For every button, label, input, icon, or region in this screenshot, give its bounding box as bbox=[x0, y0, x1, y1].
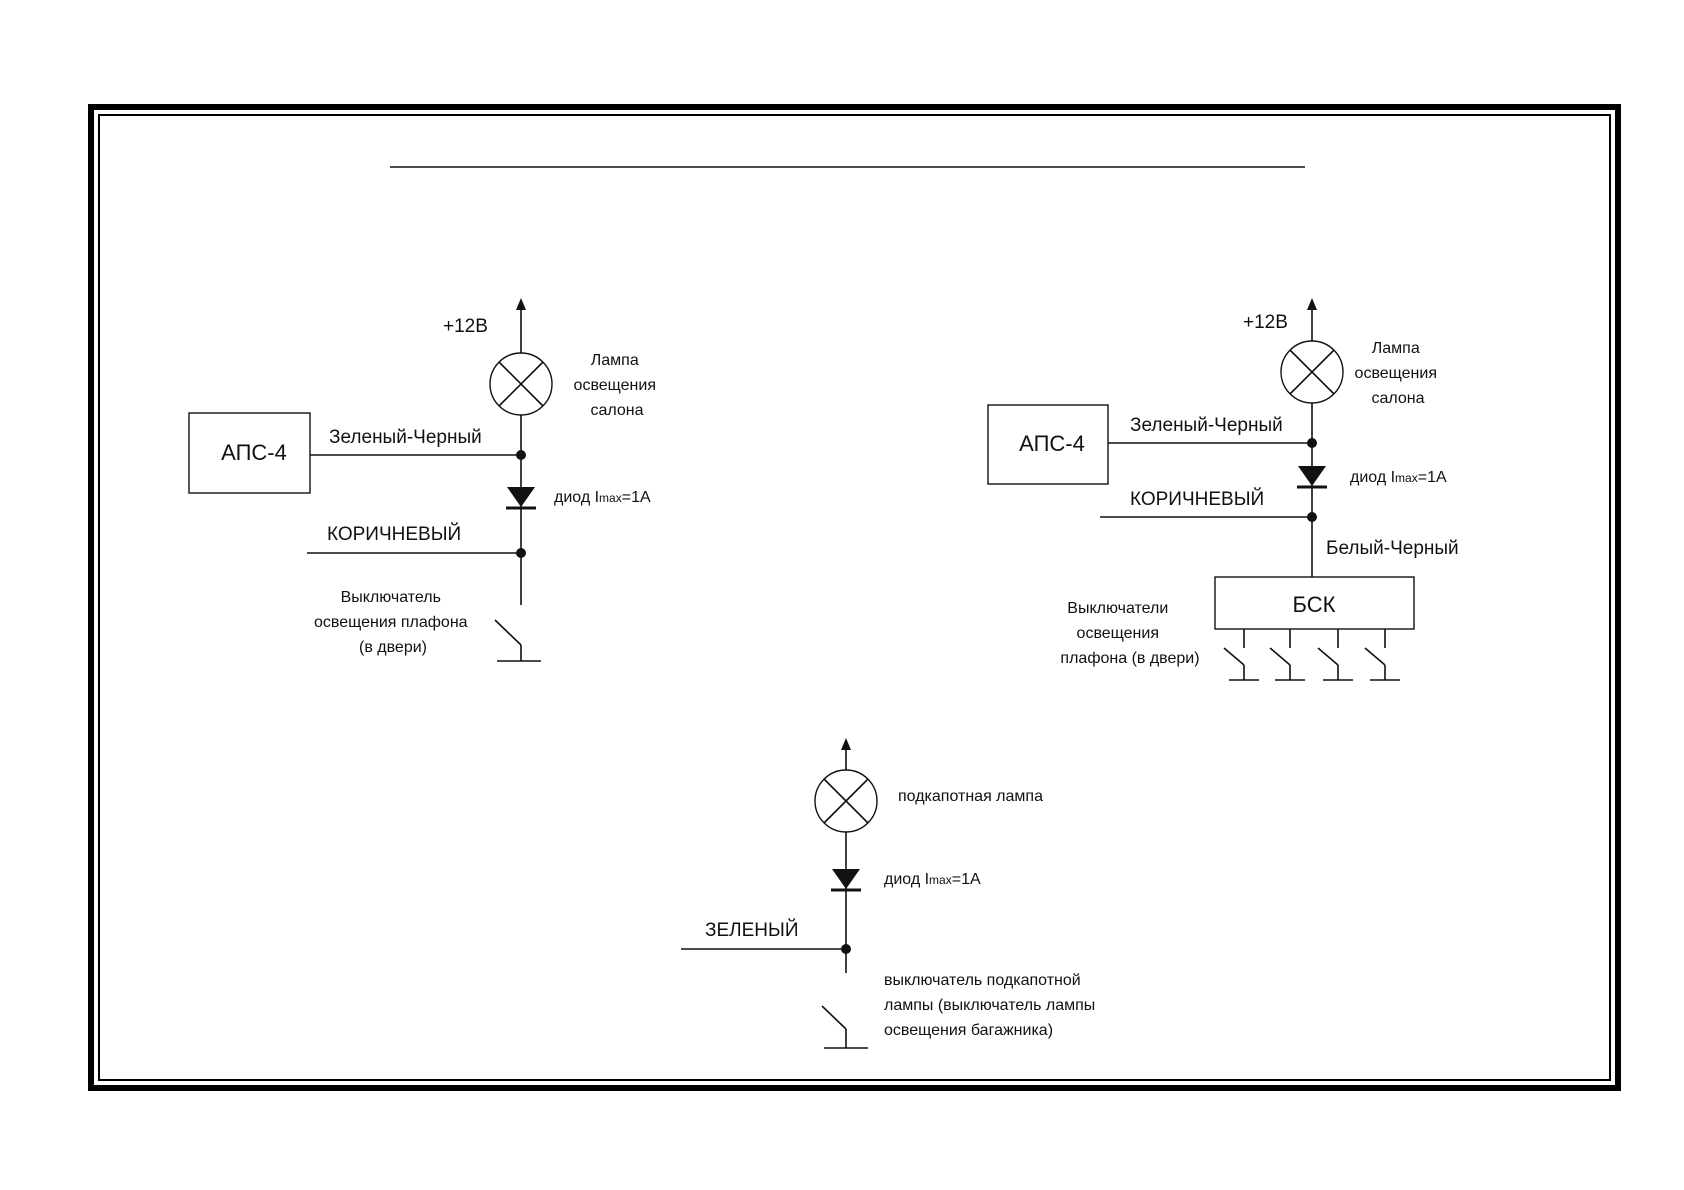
right-diode-icon bbox=[1297, 466, 1327, 489]
bottom-diode-icon bbox=[831, 869, 861, 892]
right-switch-label: Выключатели освещения плафона (в двери) bbox=[1060, 600, 1199, 667]
left-green-black-label: Зеленый-Черный bbox=[329, 427, 482, 448]
right-bsk-module bbox=[1214, 576, 1415, 630]
right-green-black-label: Зеленый-Черный bbox=[1130, 415, 1283, 436]
bottom-circuit: подкапотная лампа диод Imax=1А ЗЕЛЕНЫЙ в… bbox=[681, 738, 1100, 1049]
right-junction-1 bbox=[1307, 438, 1317, 448]
right-white-black-label: Белый-Черный bbox=[1326, 538, 1459, 559]
right-door-switches-icon bbox=[1223, 629, 1400, 681]
left-junction-2 bbox=[516, 548, 526, 558]
right-brown-label: КОРИЧНЕВЫЙ bbox=[1130, 488, 1264, 510]
left-diode-icon bbox=[506, 487, 536, 510]
right-junction-2 bbox=[1307, 512, 1317, 522]
left-supply-arrow-icon bbox=[516, 298, 526, 310]
right-bsk-label: БСК bbox=[1293, 592, 1336, 617]
left-aps4-module bbox=[188, 412, 311, 494]
left-brown-label: КОРИЧНЕВЫЙ bbox=[327, 523, 461, 545]
left-lamp-icon bbox=[489, 352, 553, 416]
outer-frame bbox=[88, 104, 1621, 1091]
right-aps4-label: АПС-4 bbox=[1019, 431, 1085, 456]
bottom-lamp-icon bbox=[814, 769, 878, 833]
bottom-diode-label: диод Imax=1А bbox=[884, 871, 981, 888]
right-diode-label: диод Imax=1А bbox=[1350, 469, 1447, 486]
right-supply-label: +12В bbox=[1243, 312, 1288, 333]
bottom-green-label: ЗЕЛЕНЫЙ bbox=[705, 919, 799, 941]
left-aps4-label: АПС-4 bbox=[221, 440, 287, 465]
left-supply-label: +12В bbox=[443, 316, 488, 337]
bottom-hood-switch-icon bbox=[821, 1005, 868, 1049]
left-circuit: +12В Лампа освещения салона АПС-4 Зелены… bbox=[188, 298, 661, 662]
bottom-switch-label: выключатель подкапотной лампы (выключате… bbox=[884, 972, 1100, 1039]
bottom-supply-arrow-icon bbox=[841, 738, 851, 750]
right-circuit: +12В Лампа освещения салона АПС-4 Зелены… bbox=[987, 298, 1459, 681]
bottom-junction bbox=[841, 944, 851, 954]
left-switch-label: Выключатель освещения плафона (в двери) bbox=[314, 589, 472, 656]
inner-frame bbox=[98, 114, 1611, 1081]
left-lamp-label: Лампа освещения салона bbox=[574, 352, 661, 419]
right-lamp-label: Лампа освещения салона bbox=[1355, 340, 1442, 407]
left-junction-1 bbox=[516, 450, 526, 460]
right-aps4-module bbox=[987, 404, 1109, 485]
right-supply-arrow-icon bbox=[1307, 298, 1317, 310]
left-door-switch-icon bbox=[494, 619, 541, 662]
left-diode-label: диод Imax=1А bbox=[554, 489, 651, 506]
right-lamp-icon bbox=[1280, 340, 1344, 404]
bottom-lamp-label: подкапотная лампа bbox=[898, 788, 1043, 805]
